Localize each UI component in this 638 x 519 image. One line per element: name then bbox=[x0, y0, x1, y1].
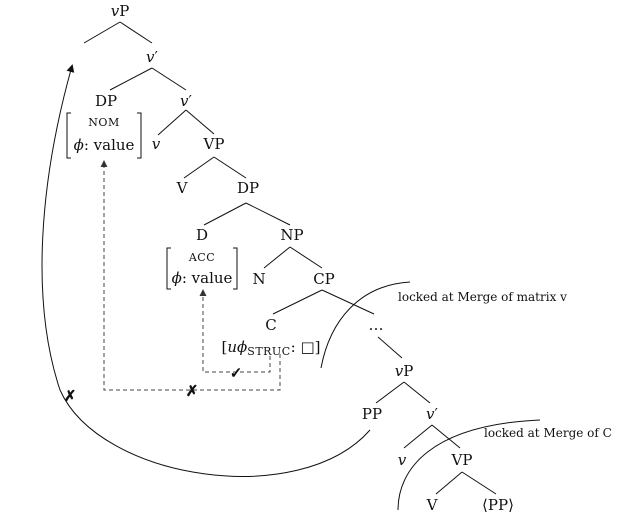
cross-mark-dashed-icon: ✗ bbox=[186, 382, 199, 400]
agree-paths bbox=[100, 160, 281, 391]
branch-vbar3-v bbox=[403, 424, 433, 449]
branch-vP-vbar3 bbox=[403, 381, 431, 404]
branch-VP-V2 bbox=[435, 471, 463, 495]
node-ellipsis: … bbox=[369, 316, 384, 334]
branch-vbar1-DP bbox=[109, 67, 153, 91]
phase-label-matrix: locked at Merge of matrix v bbox=[398, 290, 567, 304]
branch-ellipsis-vP bbox=[377, 336, 403, 359]
acc-feature-bracket bbox=[166, 247, 238, 290]
branch-NP-N bbox=[263, 246, 291, 269]
branch-vP-PP bbox=[375, 381, 405, 404]
cross-mark-arc-icon: ✗ bbox=[64, 387, 77, 405]
branch-VP-DP bbox=[213, 156, 247, 179]
branch-DP-NP bbox=[245, 202, 291, 226]
branch-vbar3-VP bbox=[431, 424, 461, 449]
node-vbar-1: v′ bbox=[146, 48, 158, 66]
branch-VP-V bbox=[183, 156, 215, 179]
node-v-head: v bbox=[152, 135, 161, 153]
node-NP: NP bbox=[280, 226, 303, 244]
branch-CP-ellipsis bbox=[321, 289, 375, 315]
node-D: D bbox=[196, 226, 208, 244]
phase-label-C: locked at Merge of C bbox=[484, 426, 612, 440]
probe-feature: [uϕSTRUC: □] bbox=[222, 338, 321, 358]
node-PP-trace: ⟨PP⟩ bbox=[482, 496, 514, 514]
agree-path-to-nom bbox=[100, 160, 281, 391]
nom-case-label: NOM bbox=[88, 116, 119, 129]
branch-NP-CP bbox=[289, 246, 323, 269]
node-DP-subject: DP bbox=[95, 92, 117, 110]
phase-boundary-matrix bbox=[320, 281, 411, 369]
movement-arc bbox=[41, 64, 371, 477]
node-vP-embedded: vP bbox=[395, 362, 414, 380]
acc-case-label: ACC bbox=[188, 251, 215, 264]
branch-vbar1-vbar2 bbox=[151, 67, 187, 91]
node-PP: PP bbox=[362, 405, 382, 423]
branch-vbar2-VP bbox=[185, 109, 215, 135]
node-V-embedded: V bbox=[426, 496, 439, 514]
branch-vbar2-v bbox=[157, 109, 187, 136]
node-vbar-3: v′ bbox=[426, 405, 438, 423]
node-CP: CP bbox=[313, 270, 335, 288]
node-N: N bbox=[252, 270, 265, 288]
node-C: C bbox=[265, 316, 276, 334]
branch-DP-D bbox=[203, 202, 247, 226]
branch-VP-PPtrace bbox=[461, 471, 497, 495]
branch-vP-vbar bbox=[83, 21, 121, 44]
node-VP-matrix: VP bbox=[203, 135, 225, 153]
nom-phi-feature: ϕ: value bbox=[74, 136, 135, 154]
agree-path-to-acc bbox=[199, 289, 271, 373]
node-v-low: v bbox=[398, 451, 407, 469]
tree-branches bbox=[83, 21, 497, 495]
node-vbar-2: v′ bbox=[180, 92, 192, 110]
node-V-matrix: V bbox=[176, 179, 189, 197]
node-vP-top: vP bbox=[111, 2, 130, 20]
branch-CP-C bbox=[272, 289, 323, 315]
check-mark-icon: ✓ bbox=[230, 364, 243, 382]
nom-feature-bracket bbox=[66, 112, 142, 159]
branch-vP-vbar1 bbox=[119, 21, 153, 44]
phase-boundary-C bbox=[397, 419, 541, 511]
node-VP-embedded: VP bbox=[451, 451, 473, 469]
acc-phi-feature: ϕ: value bbox=[172, 269, 233, 287]
node-DP-object: DP bbox=[237, 179, 259, 197]
